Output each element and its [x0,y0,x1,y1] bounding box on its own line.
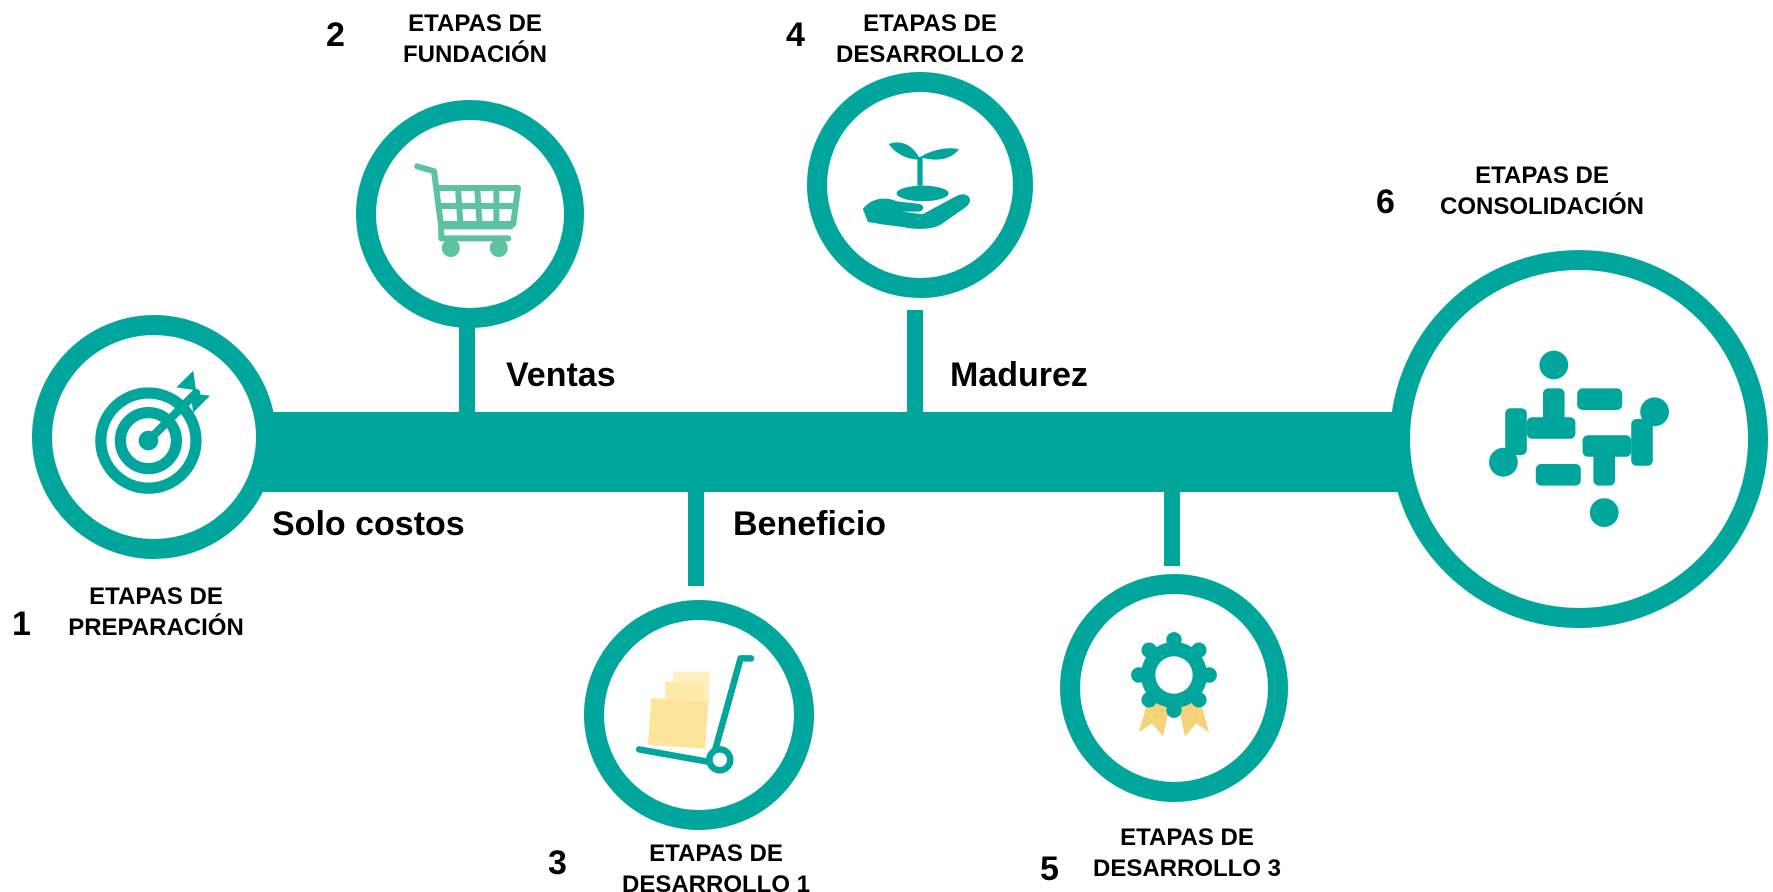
timeline-bar [200,412,1420,492]
stage-3-title-line1: ETAPAS DE [649,840,783,867]
stage-4-number: 4 [786,16,805,54]
stage-6-title: ETAPAS DE CONSOLIDACIÓN [1412,160,1672,222]
stage-2-title-line2: FUNDACIÓN [403,41,547,69]
stage-1-number: 1 [12,605,31,643]
shopping-cart-icon [410,152,530,277]
stage-4-title-line1: ETAPAS DE [863,10,997,37]
team-collaboration-icon [1489,347,1669,532]
target-icon [84,365,224,510]
stage-4-circle [807,72,1033,298]
stage-2-number: 2 [326,16,345,54]
connector-stage-3 [688,490,704,586]
stage-5-title-line1: ETAPAS DE [1120,824,1254,851]
stage-2-title: ETAPAS DE FUNDACIÓN [345,8,605,70]
stage-2-title-line1: ETAPAS DE [408,10,542,37]
stage-4-title-line2: DESARROLLO 2 [835,41,1024,69]
connector-stage-5 [1164,490,1180,566]
stage-3-title: ETAPAS DE DESARROLLO 1 [586,838,846,892]
stage-1-title: ETAPAS DE PREPARACIÓN [26,581,286,643]
stage-6-number: 6 [1376,183,1395,221]
phase-label-madurez: Madurez [950,356,1088,394]
stage-5-circle [1060,574,1288,802]
stage-6-title-line1: ETAPAS DE [1475,162,1609,189]
stage-3-circle [584,600,814,830]
phase-label-ventas: Ventas [506,356,616,394]
connector-stage-2 [459,318,475,414]
stage-5-title-line2: DESARROLLO 3 [1092,855,1281,883]
award-badge-icon [1119,631,1229,746]
stage-5-title: ETAPAS DE DESARROLLO 3 [1057,822,1317,884]
stage-6-circle [1390,250,1768,628]
stage-1-title-line1: ETAPAS DE [89,583,223,610]
stage-6-title-line2: CONSOLIDACIÓN [1440,193,1644,221]
plant-in-hand-icon [855,118,985,253]
stage-3-title-line2: DESARROLLO 1 [621,871,810,892]
phase-label-solo-costos: Solo costos [272,505,465,543]
stage-1-circle [32,315,276,559]
phase-label-beneficio: Beneficio [733,505,887,543]
hand-truck-icon [634,648,764,783]
stage-3-number: 3 [548,844,567,882]
stage-5-number: 5 [1040,850,1059,888]
stage-1-title-line2: PREPARACIÓN [68,614,244,642]
connector-stage-4 [907,310,923,414]
stage-4-title: ETAPAS DE DESARROLLO 2 [800,8,1060,70]
stage-2-circle [356,100,584,328]
